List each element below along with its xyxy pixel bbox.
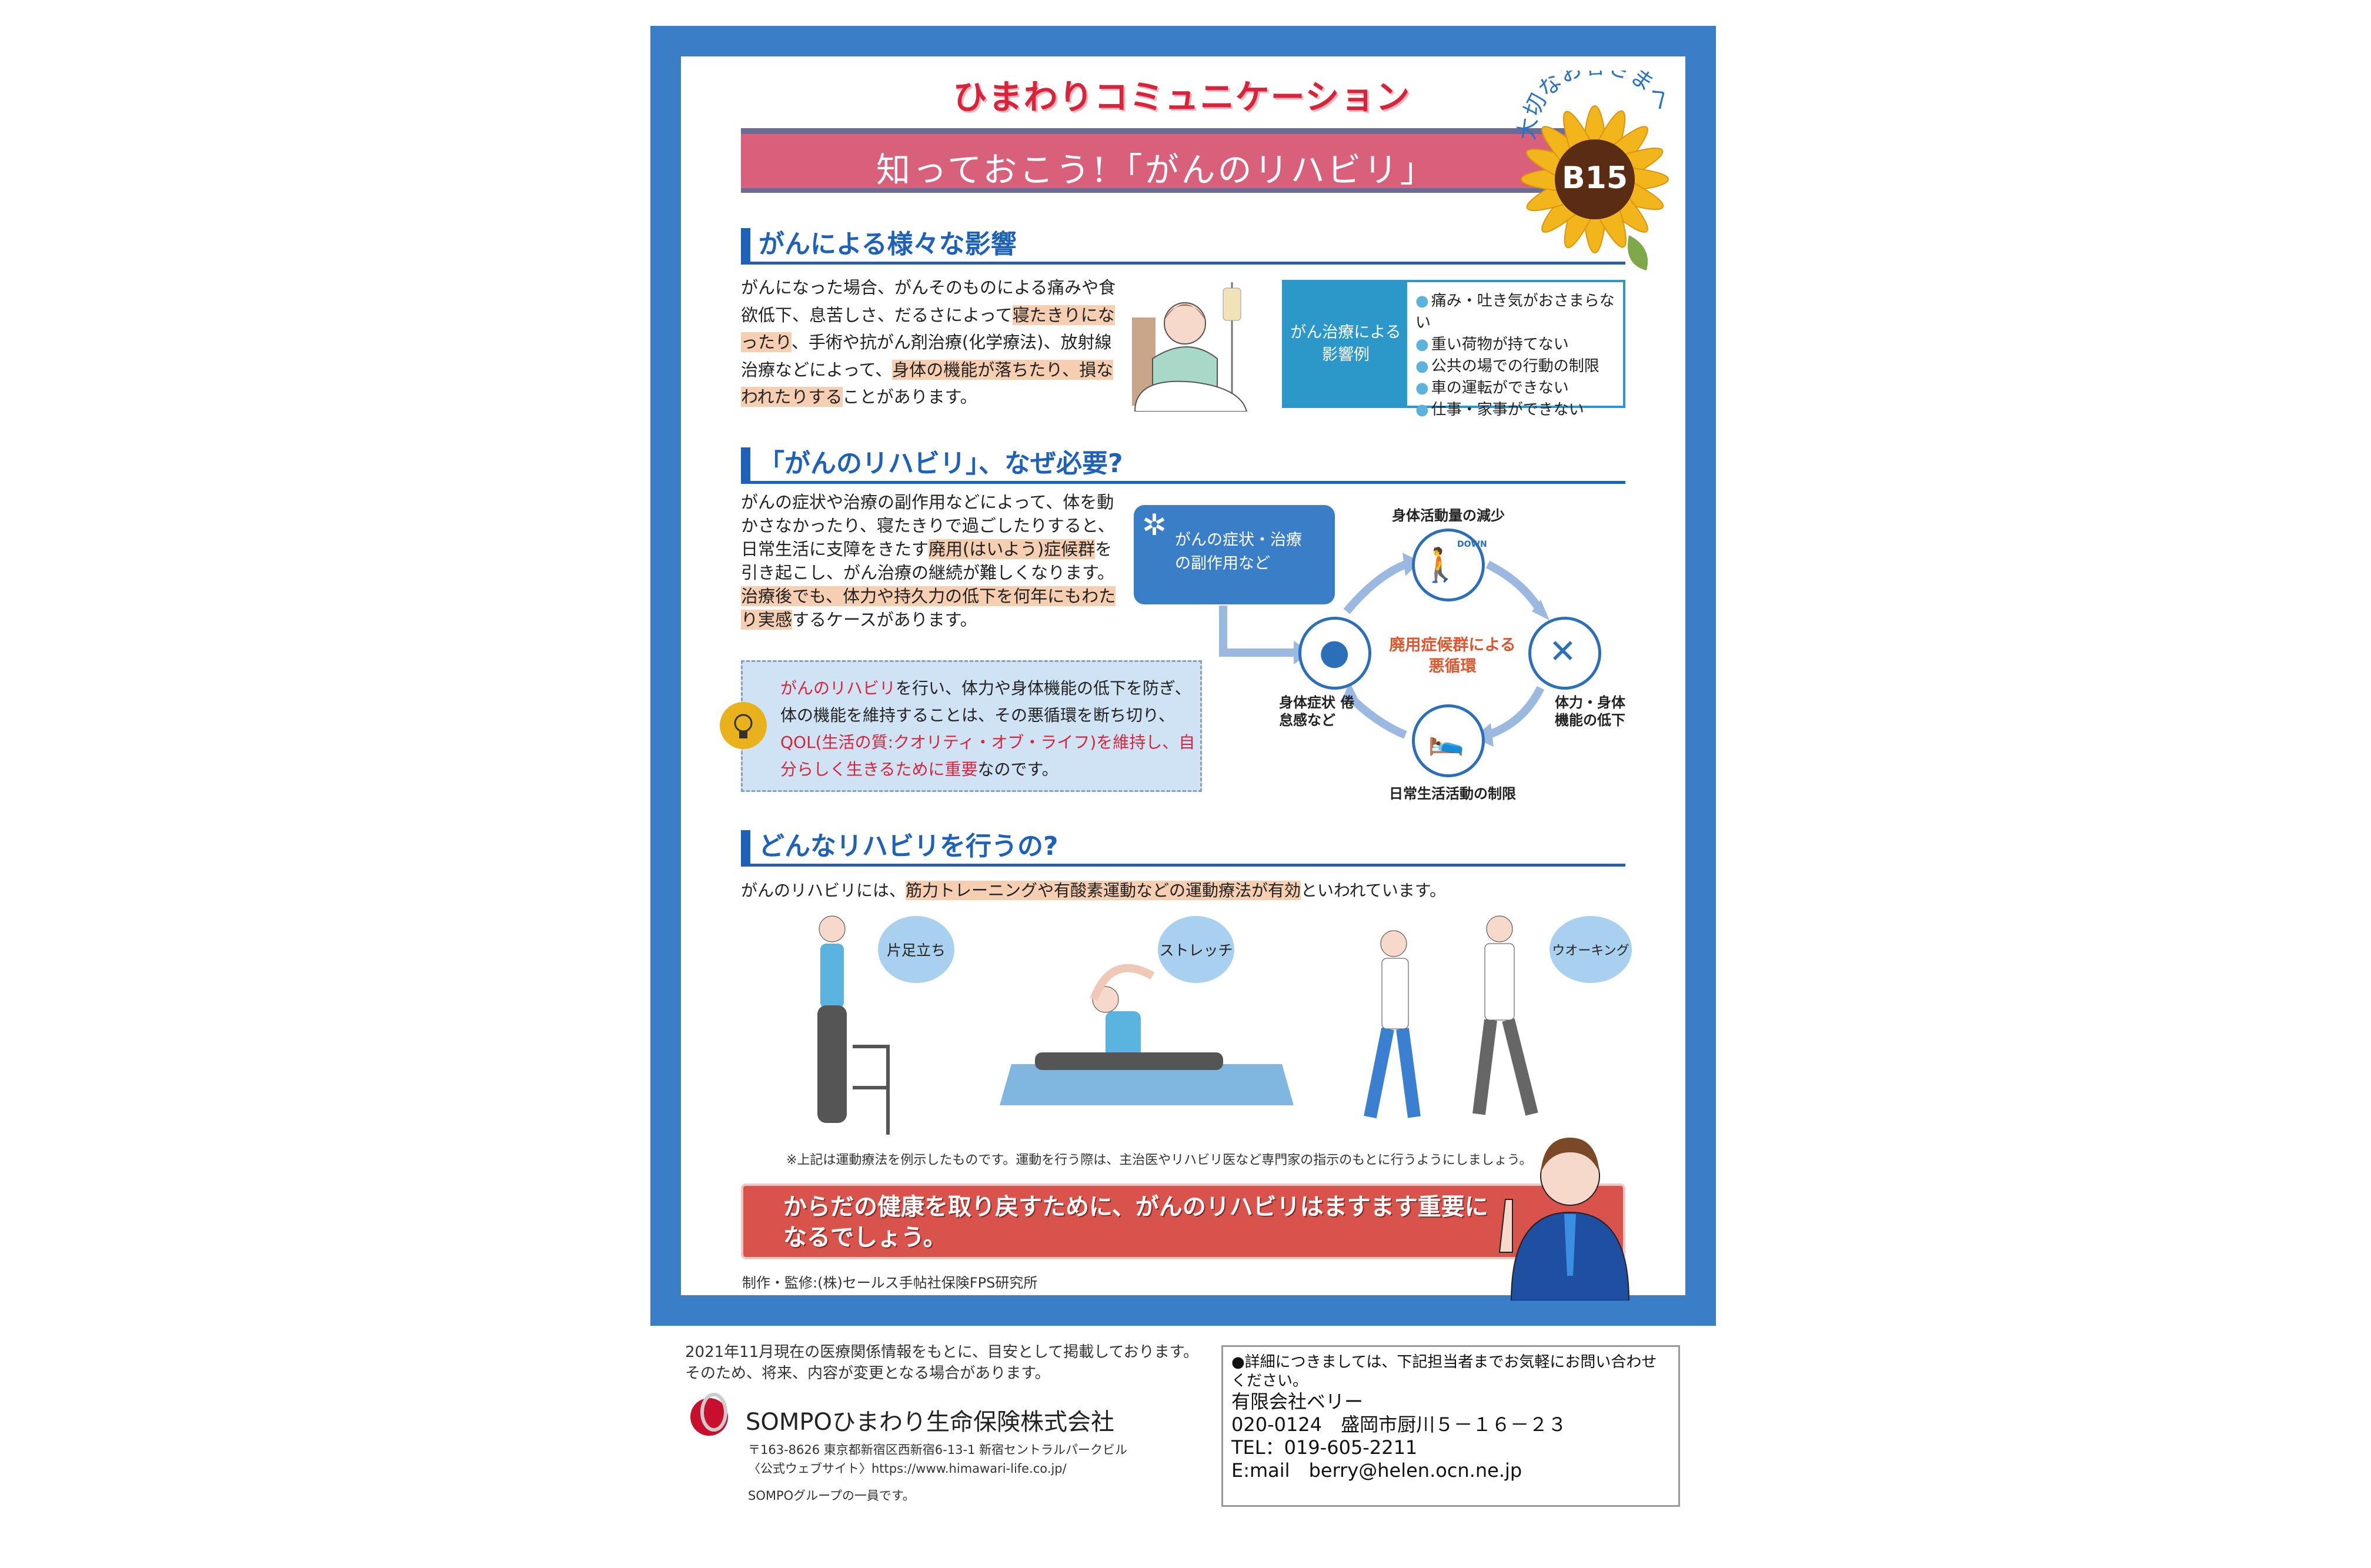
contact-intro: ●詳細につきましては、下記担当者までお気軽にお問い合わせください。 xyxy=(1231,1353,1657,1390)
treatment-effects-list: 痛み・吐き気がおさまらない 重い荷物が持てない 公共の場での行動の制限 車の運転… xyxy=(1407,282,1623,419)
shivering-person-icon: ● xyxy=(1298,617,1371,690)
badge-code: B15 xyxy=(1562,161,1628,196)
weak-person-icon: ✕ xyxy=(1528,617,1601,690)
lying-person-icon: 🛌 xyxy=(1412,704,1485,777)
list-item: 痛み・吐き気がおさまらない xyxy=(1415,290,1623,334)
contact-name: 有限会社ベリー xyxy=(1231,1390,1364,1413)
cause-box: ✲ がんの症状・治療の副作用など xyxy=(1134,505,1335,604)
contact-address: 020-0124 盛岡市厨川５－１６－２３ xyxy=(1231,1413,1567,1436)
one-leg-stand-figure xyxy=(817,915,890,1135)
treatment-effects-box: がん治療による影響例 痛み・吐き気がおさまらない 重い荷物が持てない 公共の場で… xyxy=(1282,280,1625,419)
exercise-intro: がんのリハビリには、筋力トレーニングや有酸素運動などの運動療法が有効といわれてい… xyxy=(741,881,1446,900)
exercise-note: ※上記は運動療法を例示したものです。運動を行う際は、主治医やリハビリ医など専門家… xyxy=(786,1153,1532,1168)
exercise-label-walking: ウオーキング xyxy=(1550,916,1632,983)
list-item: 重い荷物が持てない xyxy=(1415,334,1623,356)
exercise-label-one-leg: 片足立ち xyxy=(878,916,954,983)
effects-paragraph: がんになった場合、がんそのものによる痛みや食欲低下、息苦しさ、だるさによって寝た… xyxy=(741,278,1116,407)
exercise-label-stretch: ストレッチ xyxy=(1158,916,1234,983)
series-title: ひまわりコミュニケーション xyxy=(953,77,1411,117)
virus-icon: ✲ xyxy=(1142,508,1167,542)
sompo-logo-icon xyxy=(690,1393,728,1436)
contact-tel[interactable]: TEL：019-605-2211 xyxy=(1231,1436,1418,1459)
contact-box: ●詳細につきましては、下記担当者までお気軽にお問い合わせください。 有限会社ベリ… xyxy=(1221,1345,1680,1507)
company-website[interactable]: 〈公式ウェブサイト〉https://www.himawari-life.co.j… xyxy=(748,1462,1067,1476)
conclusion-banner: からだの健康を取り戻すために、がんのリハビリはますます重要になるでしょう。 xyxy=(741,1183,1625,1259)
cause-text: がんの症状・治療の副作用など xyxy=(1175,531,1302,573)
company-name: SOMPOひまわり生命保険株式会社 xyxy=(746,1409,1114,1436)
walking-person-icon: 🚶DOWN xyxy=(1412,529,1487,601)
main-title-banner: 知っておこう!「がんのリハビリ」 xyxy=(741,128,1576,193)
walking-figures xyxy=(1364,915,1538,1119)
main-title: 知っておこう!「がんのリハビリ」 xyxy=(876,150,1437,190)
cycle-label-right: 体力・身体機能の低下 xyxy=(1555,694,1625,728)
sunflower-badge-icon: 大切なお客さまへ B15 xyxy=(1514,71,1677,270)
key-point-callout: がんのリハビリを行い、体力や身体機能の低下を防ぎ、体の機能を維持することは、その… xyxy=(741,660,1202,792)
list-item: 仕事・家事ができない xyxy=(1415,399,1623,421)
cycle-label-left: 身体症状 倦怠感など xyxy=(1279,694,1355,728)
production-credit: 制作・監修:(株)セールス手帖社保険FPS研究所 xyxy=(742,1275,1038,1291)
treatment-effects-label: がん治療による影響例 xyxy=(1284,282,1408,406)
down-label: DOWN xyxy=(1457,540,1487,549)
section-heading-effects: がんによる様々な影響 xyxy=(741,228,1625,265)
list-item: 車の運転ができない xyxy=(1415,377,1623,399)
why-paragraph: がんの症状や治療の副作用などによって、体を動かさなかったり、寝たきりで過ごしたり… xyxy=(741,492,1116,630)
cycle-label-top: 身体活動量の減少 xyxy=(1392,507,1505,524)
group-statement: SOMPOグループの一員です。 xyxy=(748,1489,915,1503)
company-address: 〒163-8626 東京都新宿区西新宿6-13-1 新宿セントラルパークビル xyxy=(748,1443,1128,1457)
disclaimer: 2021年11月現在の医療関係情報をもとに、目安として掲載しております。そのため… xyxy=(685,1343,1199,1382)
contact-email[interactable]: E:mail berry@helen.ocn.ne.jp xyxy=(1231,1459,1522,1482)
cycle-center-label: 廃用症候群による悪循環 xyxy=(1389,636,1516,676)
lightbulb-icon xyxy=(720,702,767,749)
stretch-figure xyxy=(1000,964,1294,1105)
list-item: 公共の場での行動の制限 xyxy=(1415,356,1623,377)
vicious-cycle-arrows xyxy=(1219,553,1550,747)
cycle-label-bottom: 日常生活活動の制限 xyxy=(1389,785,1516,802)
patient-illustration-icon xyxy=(1132,282,1248,412)
section-heading-why: 「がんのリハビリ」、なぜ必要? xyxy=(741,447,1625,484)
section-heading-what: どんなリハビリを行うの? xyxy=(741,830,1625,867)
businessman-pointing-illustration xyxy=(1498,1138,1630,1300)
exercise-illustrations xyxy=(817,915,1538,1135)
